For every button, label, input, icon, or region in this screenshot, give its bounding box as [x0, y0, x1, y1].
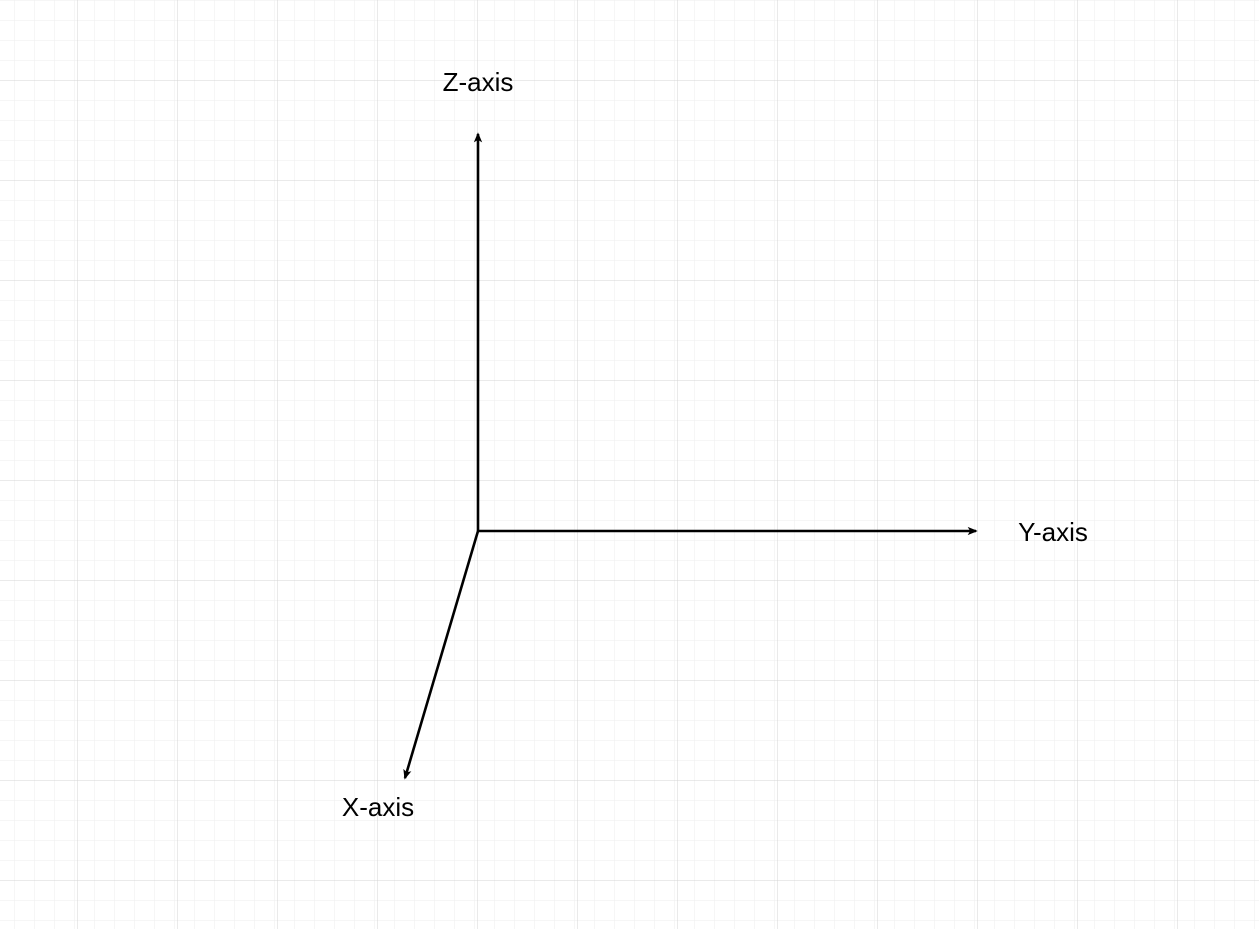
z-axis-label: Z-axis: [443, 67, 514, 97]
y-axis-label: Y-axis: [1018, 517, 1088, 547]
x-axis-label: X-axis: [342, 792, 414, 822]
x-axis-line: [403, 530, 480, 780]
